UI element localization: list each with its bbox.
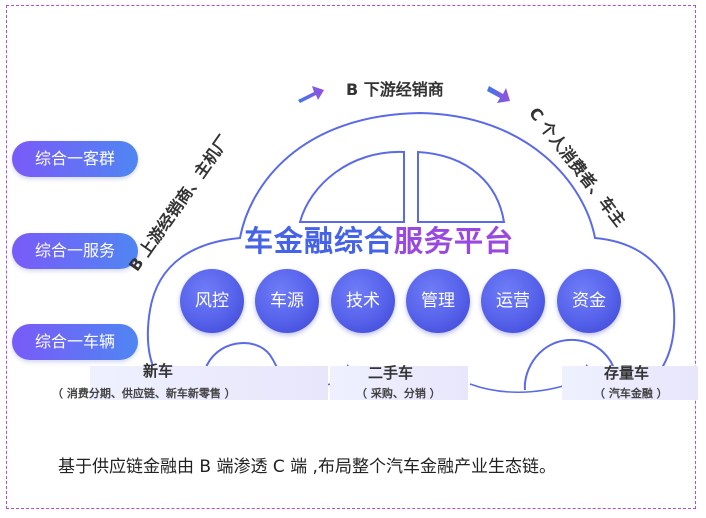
arrow-top-left: [298, 86, 324, 103]
category-stock-car-detail: （ 汽车金融 ）: [594, 387, 668, 400]
title-part-1: 车金融综合: [244, 224, 395, 258]
dashed-frame: [6, 5, 696, 509]
service-technology: 技术: [331, 269, 395, 333]
car-body-path: [146, 111, 676, 387]
title-part-2: 服务平台: [394, 224, 515, 258]
band-used-car: [330, 366, 468, 400]
category-new-car: 新车: [143, 362, 174, 380]
arrow-top-right: [487, 86, 510, 103]
band-stock-car: [562, 366, 698, 400]
band-new-car: [90, 366, 328, 400]
pill-vehicle: 综合一车辆: [12, 324, 138, 360]
category-used-car: 二手车: [368, 364, 414, 382]
platform-title: 车金融综合服务平台: [244, 219, 564, 263]
pill-customer-group: 综合一客群: [12, 141, 138, 177]
service-operations: 运营: [481, 269, 545, 333]
window-left: [298, 150, 405, 223]
category-new-car-detail: （ 消费分期、供应链、新车新零售 ）: [52, 387, 236, 400]
service-management: 管理: [406, 269, 470, 333]
service-car-source: 车源: [255, 269, 319, 333]
pill-service: 综合一服务: [12, 233, 138, 269]
service-funding: 资金: [557, 269, 621, 333]
caption: 基于供应链金融由 B 端渗透 C 端 ,布局整个汽车金融产业生态链。: [58, 457, 556, 477]
category-used-car-detail: （ 采购、分销 ）: [356, 387, 441, 400]
service-risk-control: 风控: [180, 269, 244, 333]
wheel-arch-back: [523, 338, 616, 391]
label-downstream-dealer: B 下游经销商: [346, 80, 444, 99]
window-right: [417, 150, 506, 223]
category-stock-car: 存量车: [604, 364, 650, 382]
